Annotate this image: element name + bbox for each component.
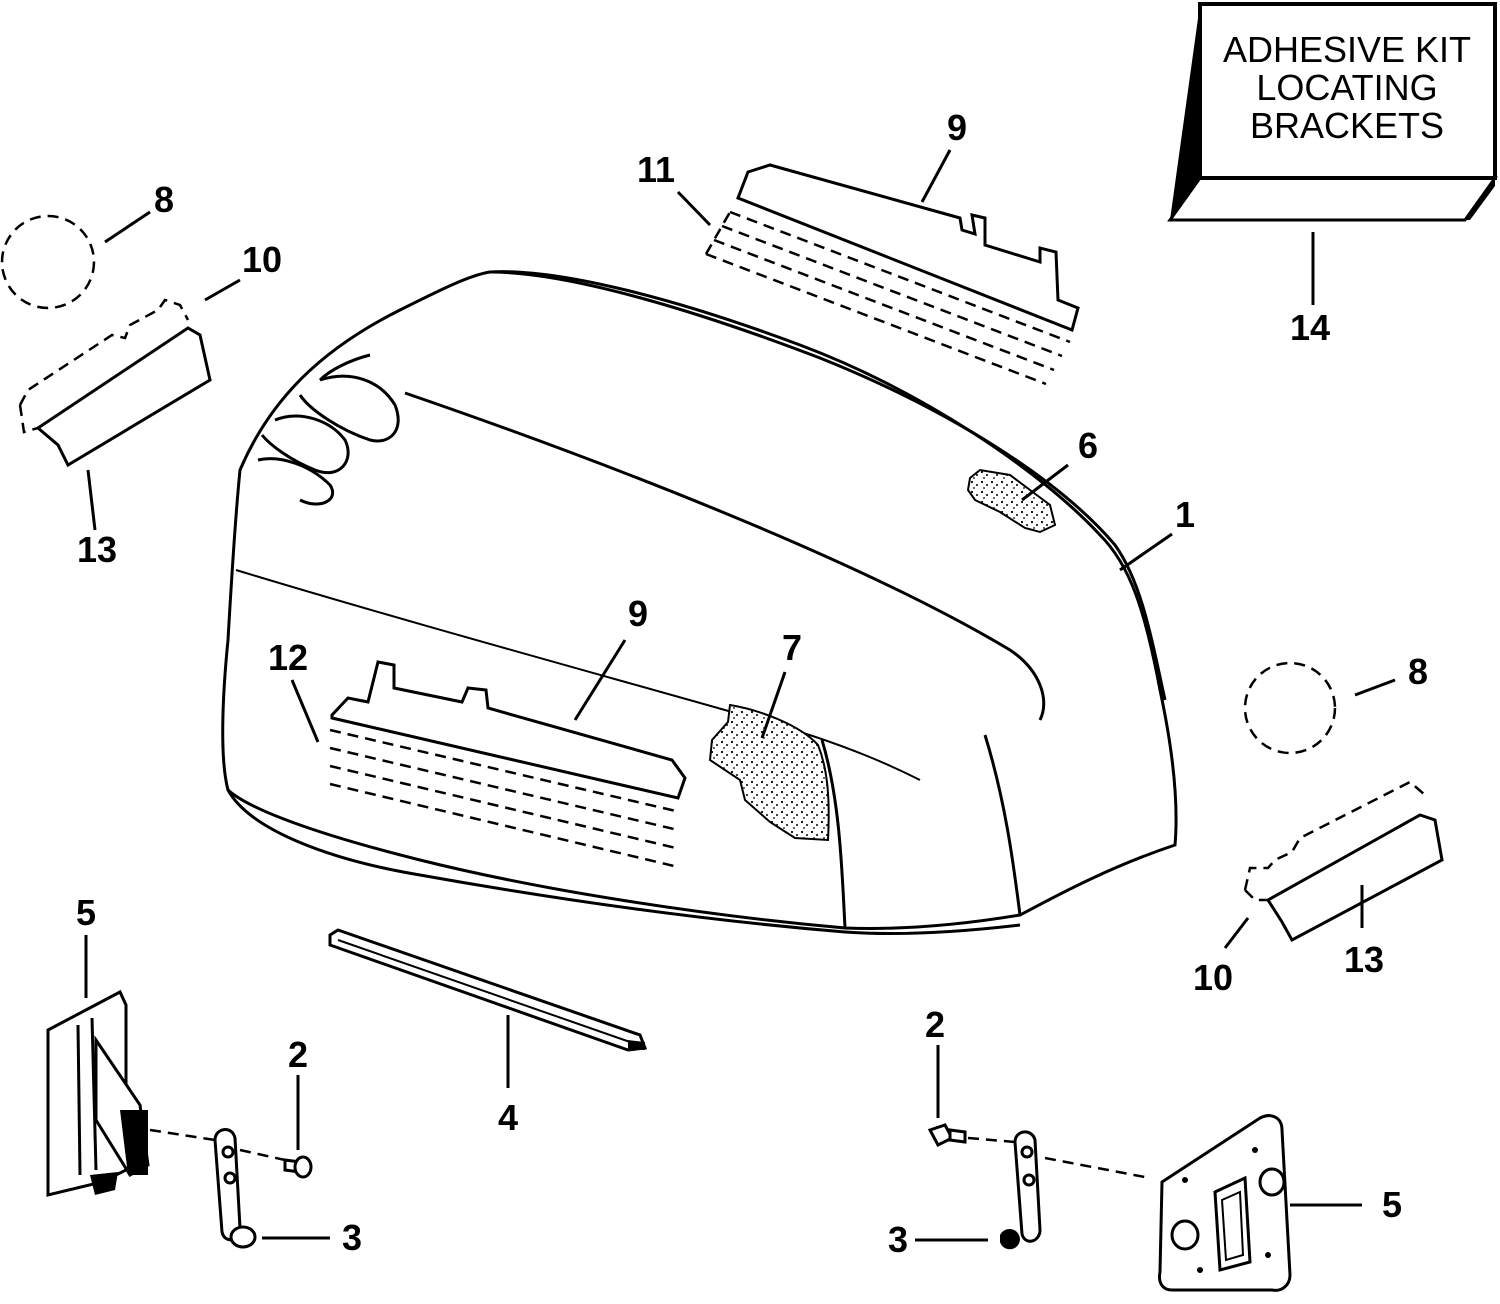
box-line-3: BRACKETS (1250, 105, 1444, 146)
callout-11: 11 (637, 149, 675, 190)
callout-9-mid: 9 (628, 593, 648, 634)
latch-plate-5-right (1158, 1114, 1292, 1292)
callout-5-right: 5 (1382, 1184, 1402, 1225)
screw-2-right (927, 1123, 967, 1147)
callout-10-left: 10 (242, 239, 282, 280)
bracket-13-left (18, 298, 212, 468)
align-line-left-1 (149, 1128, 216, 1142)
leader-11 (676, 190, 712, 227)
callout-13-right: 13 (1344, 939, 1384, 980)
decal-8-right (1243, 661, 1337, 755)
latch-link-3-left (213, 1128, 257, 1249)
leader-10-right (1223, 917, 1250, 949)
callout-2-right: 2 (925, 1004, 945, 1045)
callout-3-left: 3 (342, 1217, 362, 1258)
callout-13-left: 13 (77, 529, 117, 570)
latch-bracket-5-left (46, 989, 150, 1197)
box-line-1: ADHESIVE KIT (1223, 29, 1471, 70)
leader-12 (290, 679, 320, 743)
callout-8-right: 8 (1408, 651, 1428, 692)
screw-2-left (283, 1155, 313, 1179)
leader-13-left (86, 469, 97, 531)
callout-8-left: 8 (154, 179, 174, 220)
leader-8-right (1354, 678, 1396, 697)
decal-8-left (0, 214, 96, 310)
callout-1: 1 (1175, 494, 1195, 535)
callout-4: 4 (498, 1097, 518, 1138)
callout-3-right: 3 (888, 1219, 908, 1260)
latch-link-3-right (1000, 1130, 1042, 1250)
align-line-left-2 (239, 1148, 286, 1162)
callout-9-top: 9 (947, 107, 967, 148)
motor-cover (221, 270, 1178, 936)
leader-10-left (204, 278, 241, 302)
sound-pad-6 (966, 468, 1057, 534)
callout-14: 14 (1290, 307, 1330, 348)
bracket-13-right (1243, 780, 1444, 943)
adhesive-kit-box: ADHESIVE KIT LOCATING BRACKETS (1167, 2, 1498, 222)
align-line-right-2 (1044, 1156, 1151, 1180)
leader-6 (1021, 463, 1069, 502)
leader-1 (1119, 532, 1173, 572)
leader-9-top (920, 149, 952, 203)
box-line-2: LOCATING (1256, 67, 1437, 108)
callout-7: 7 (782, 627, 802, 668)
leader-7 (760, 671, 787, 739)
callout-5-left: 5 (76, 892, 96, 933)
align-line-right-1 (967, 1136, 1016, 1144)
callout-12: 12 (268, 637, 308, 678)
side-bracket-strip (329, 660, 687, 868)
callout-10-right: 10 (1193, 957, 1233, 998)
top-bracket-strip (704, 163, 1080, 386)
callout-2-left: 2 (288, 1034, 308, 1075)
callout-6: 6 (1078, 425, 1098, 466)
leader-9-mid (573, 639, 627, 721)
leader-8-left (104, 210, 151, 244)
seal-strip-4 (328, 928, 648, 1052)
